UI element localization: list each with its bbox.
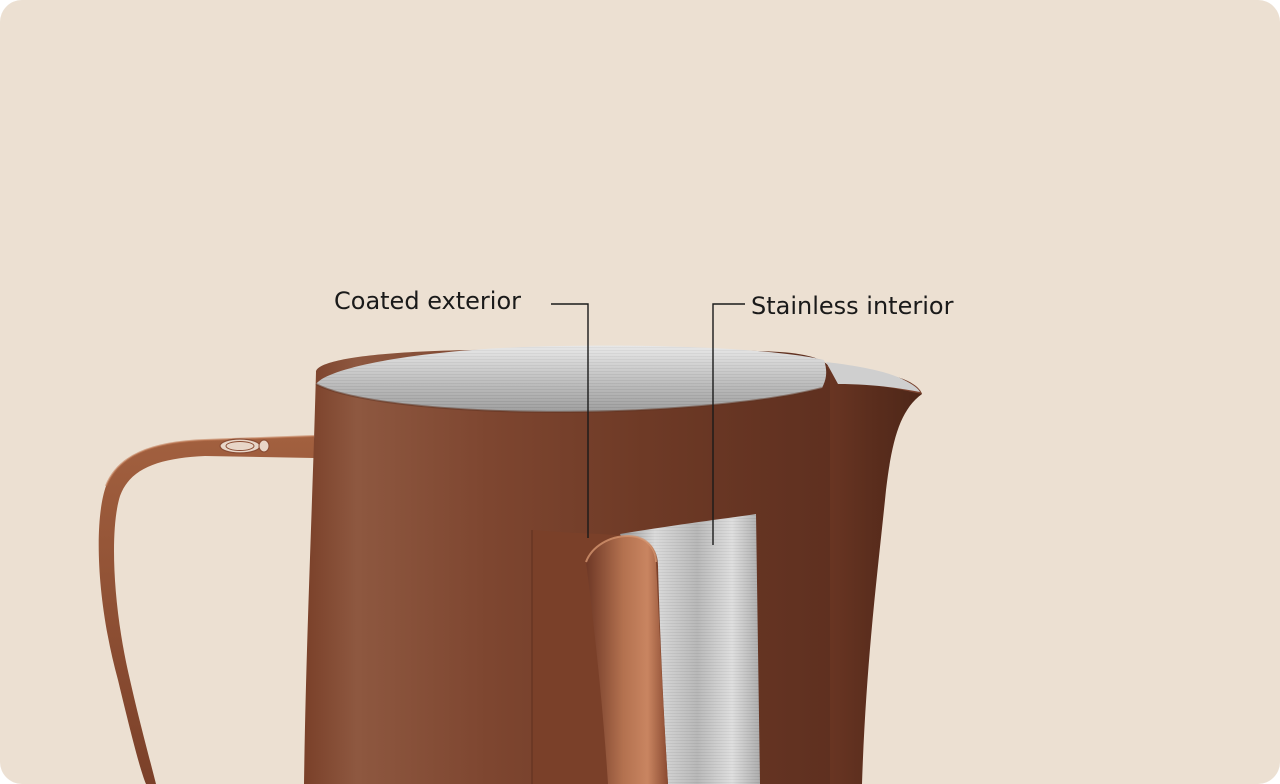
callout-interior-leader (712, 303, 745, 545)
pitcher-spout (826, 366, 922, 784)
brand-logo-icon (219, 438, 270, 454)
callout-stainless-interior: Stainless interior (751, 292, 954, 320)
coating-curl (586, 536, 668, 784)
callout-coated-exterior: Coated exterior (334, 287, 521, 315)
pitcher-handle (98, 435, 315, 784)
callout-exterior-leader (551, 303, 589, 538)
